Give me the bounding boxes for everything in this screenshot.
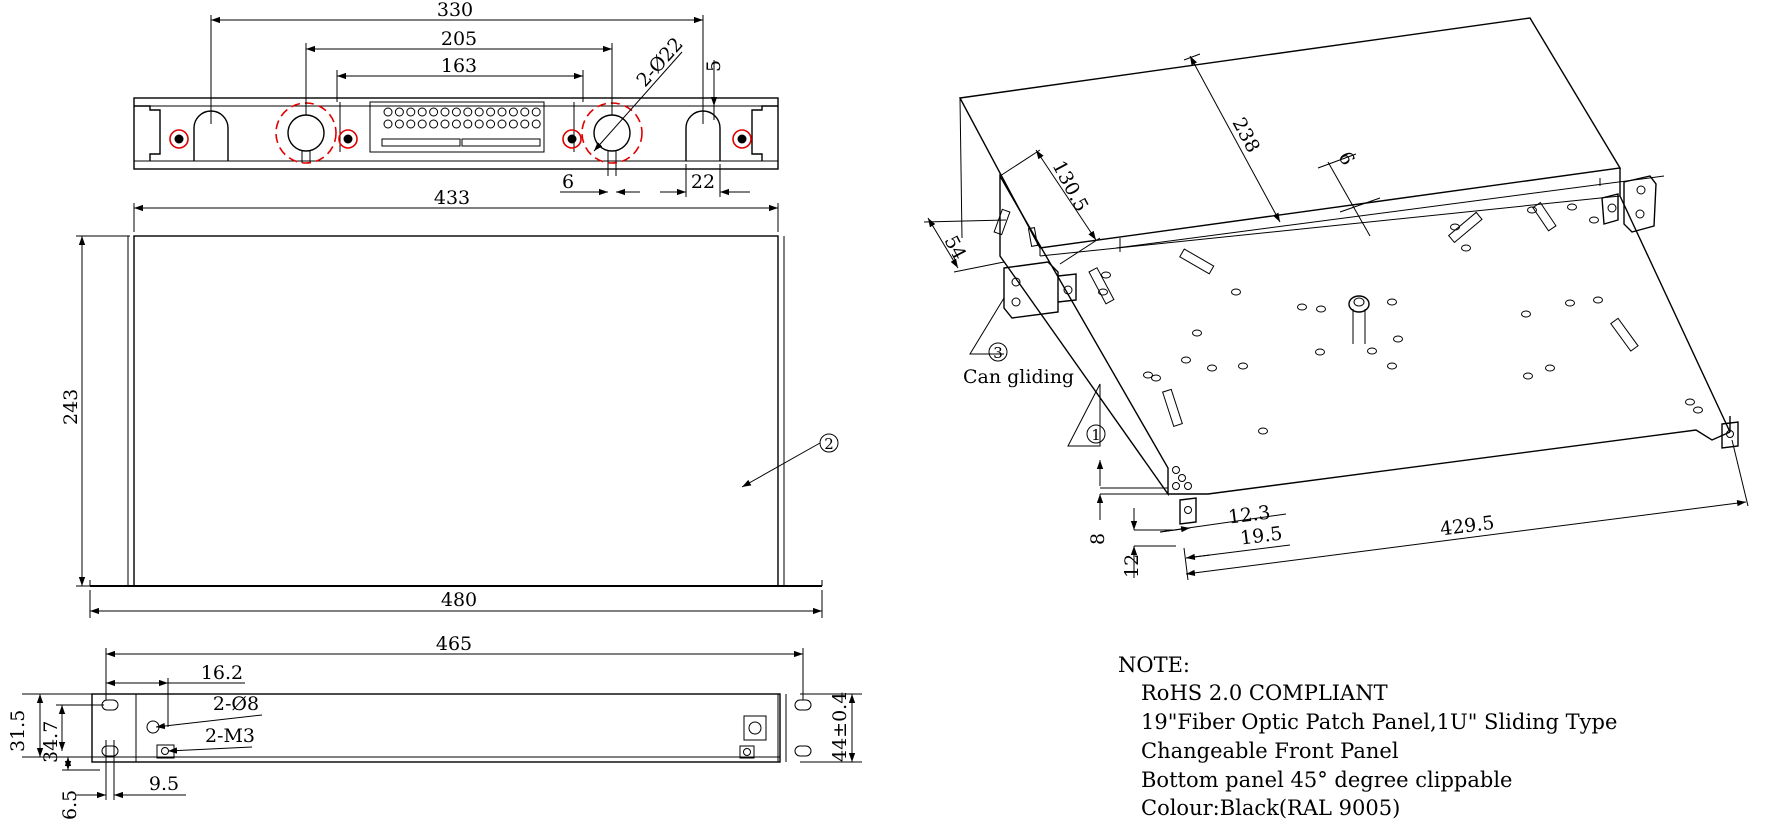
tray-hole [1567, 203, 1577, 211]
note-title: NOTE: [1118, 653, 1190, 677]
adapter-port [406, 119, 416, 129]
tray-hole [1693, 406, 1703, 414]
callout-1: 1 [1091, 426, 1101, 444]
tray-hole [1565, 299, 1575, 307]
adapter-port [383, 119, 393, 129]
tray-hole [1545, 364, 1555, 372]
tray-hole [1387, 298, 1397, 306]
note-line: Bottom panel 45° degree clippable [1141, 768, 1512, 792]
tray-hole [1393, 335, 1403, 343]
dim-429-5: 429.5 [1439, 512, 1496, 540]
adapter-port [394, 107, 404, 117]
adapter-port [429, 107, 439, 117]
dim-44: 44±0.4 [829, 692, 851, 762]
front-view: 433 243 480 2 [60, 187, 839, 618]
can-gliding-label: Can gliding [963, 366, 1074, 388]
adapter-port [531, 119, 541, 129]
adapter-port [474, 107, 484, 117]
dim-34-7: 34.7 [40, 721, 62, 763]
dim-6-slot: 6 [562, 171, 574, 193]
dim-9-5: 9.5 [149, 773, 179, 795]
dim-465: 465 [436, 633, 472, 655]
adapter-port [440, 119, 450, 129]
tray-hole [1231, 288, 1241, 296]
note-line: RoHS 2.0 COMPLIANT [1141, 681, 1388, 705]
dim-16-2: 16.2 [201, 662, 243, 684]
adapter-port [531, 107, 541, 117]
dim-433: 433 [434, 187, 470, 209]
adapter-port [417, 107, 427, 117]
dim-54: 54 [940, 232, 971, 264]
tray-hole [1181, 356, 1191, 364]
note-line: Colour:Black(RAL 9005) [1141, 796, 1400, 820]
tray-hole [1192, 329, 1202, 337]
callout-3: 3 [993, 344, 1003, 362]
adapter-port [508, 119, 518, 129]
adapter-port [429, 119, 439, 129]
dim-31-5: 31.5 [7, 710, 29, 752]
adapter-port [474, 119, 484, 129]
dim-5: 5 [703, 60, 725, 72]
dim-8: 8 [1087, 533, 1109, 545]
tray-hole [1297, 303, 1307, 311]
adapter-port [463, 107, 473, 117]
dim-19-5: 19.5 [1239, 523, 1284, 550]
adapter-port [463, 119, 473, 129]
dim-6-5: 6.5 [59, 790, 81, 820]
top-view: 330 205 163 2-Ø22 5 6 22 [133, 0, 779, 197]
tray-hole [1367, 347, 1377, 355]
tray-hole [1685, 398, 1695, 406]
adapter-port [486, 107, 496, 117]
adapter-port [520, 107, 530, 117]
adapter-port [406, 107, 416, 117]
tray-hole [1589, 216, 1599, 224]
note-line: Changeable Front Panel [1141, 739, 1399, 763]
adapter-port [508, 107, 518, 117]
dim-2-d8: 2-Ø8 [213, 693, 259, 715]
dim-2-m3: 2-M3 [205, 725, 255, 747]
tray-hole [1143, 371, 1153, 379]
tray-hole [1101, 271, 1111, 279]
adapter-port [451, 119, 461, 129]
tray-hole [1523, 372, 1533, 380]
dim-6-iso: 6 [1334, 148, 1359, 169]
note-line: 19"Fiber Optic Patch Panel,1U" Sliding T… [1141, 710, 1617, 734]
tray-hole [1521, 310, 1531, 318]
tray-hole [1593, 296, 1603, 304]
adapter-port [497, 119, 507, 129]
adapter-port [520, 119, 530, 129]
adapter-port [383, 107, 393, 117]
adapter-port [486, 119, 496, 129]
dim-163: 163 [441, 55, 477, 77]
adapter-port [394, 119, 404, 129]
tray-hole [1207, 364, 1217, 372]
callout-2: 2 [824, 435, 834, 453]
tray-hole [1238, 362, 1248, 370]
side-view: 465 16.2 2-Ø8 2-M3 31.5 34.7 9.5 6.5 [7, 633, 862, 820]
notes-block: NOTE: RoHS 2.0 COMPLIANT 19"Fiber Optic … [1118, 653, 1617, 820]
tray-hole [1098, 288, 1108, 296]
dim-12: 12 [1121, 554, 1143, 578]
tray-hole [1527, 206, 1537, 214]
dim-205: 205 [441, 28, 477, 50]
dim-22: 22 [691, 171, 715, 193]
tray-hole [1258, 427, 1268, 435]
tray-hole [1316, 305, 1326, 313]
dim-480: 480 [441, 589, 477, 611]
tray-hole [1315, 348, 1325, 356]
adapter-port [417, 119, 427, 129]
adapter-port [451, 107, 461, 117]
tray-hole [1151, 374, 1161, 382]
dim-2-d22: 2-Ø22 [632, 33, 687, 91]
tray-hole [1461, 244, 1471, 252]
adapter-port [440, 107, 450, 117]
tray-hole [1450, 223, 1460, 231]
dim-243: 243 [60, 389, 82, 425]
tray-hole [1387, 362, 1397, 370]
isometric-view: 238 6 130.5 54 3 Can gliding 1 8 [923, 17, 1749, 581]
dim-330: 330 [437, 0, 473, 21]
dim-130-5: 130.5 [1048, 157, 1093, 215]
adapter-port [497, 107, 507, 117]
